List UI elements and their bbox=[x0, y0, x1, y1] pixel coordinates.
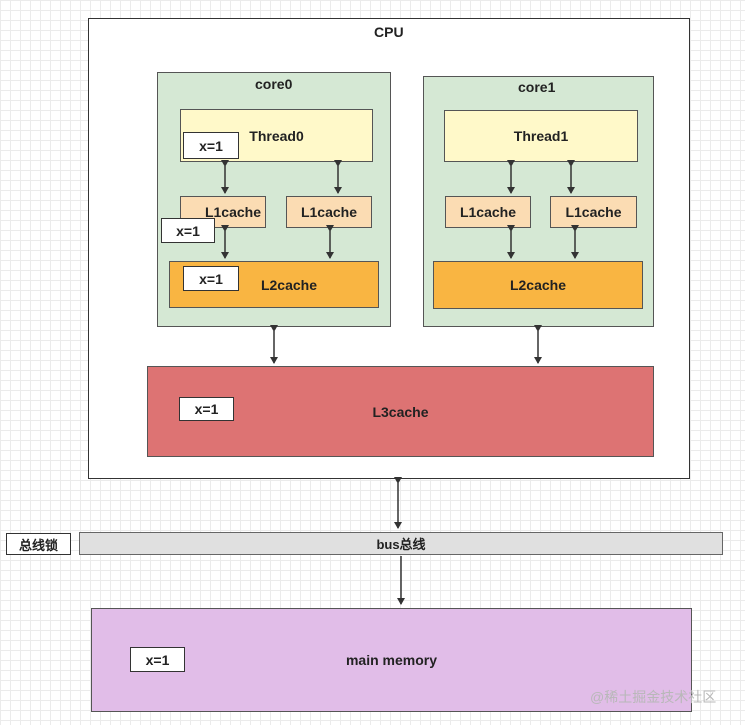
core0-l1cache-right: L1cache bbox=[286, 196, 372, 228]
bus-box: bus总线 bbox=[79, 532, 723, 555]
l2cache-variable: x=1 bbox=[183, 266, 239, 291]
core1-l2cache: L2cache bbox=[433, 261, 643, 309]
watermark-text: @稀土掘金技术社区 bbox=[590, 689, 717, 705]
core0-l2cache-label: L2cache bbox=[260, 276, 318, 293]
memory-variable: x=1 bbox=[130, 647, 185, 672]
core0-l1cache-right-label: L1cache bbox=[300, 204, 358, 220]
core0-l1cache-left-label: L1cache bbox=[204, 204, 262, 220]
l1cache-variable: x=1 bbox=[161, 218, 215, 243]
thread0-variable: x=1 bbox=[183, 132, 239, 159]
core1-l2cache-label: L2cache bbox=[509, 277, 567, 293]
core0-label: core0 bbox=[255, 76, 293, 92]
thread0-label: Thread0 bbox=[249, 127, 304, 144]
core1-label: core1 bbox=[518, 79, 556, 95]
core1-l1cache-left: L1cache bbox=[445, 196, 531, 228]
l3cache-variable: x=1 bbox=[179, 397, 234, 421]
cpu-label: CPU bbox=[374, 24, 404, 40]
core1-l1cache-left-label: L1cache bbox=[459, 204, 517, 220]
l3cache-label: L3cache bbox=[372, 403, 429, 420]
main-memory-box: main memory bbox=[91, 608, 692, 712]
thread1-label: Thread1 bbox=[513, 128, 569, 144]
core1-l1cache-right-label: L1cache bbox=[565, 204, 622, 220]
thread1-box: Thread1 bbox=[444, 110, 638, 162]
bus-lock-label: 总线锁 bbox=[18, 537, 58, 553]
bus-label: bus总线 bbox=[376, 537, 426, 552]
bus-lock-box: 总线锁 bbox=[6, 533, 71, 555]
main-memory-label: main memory bbox=[345, 652, 438, 668]
core1-l1cache-right: L1cache bbox=[550, 196, 637, 228]
